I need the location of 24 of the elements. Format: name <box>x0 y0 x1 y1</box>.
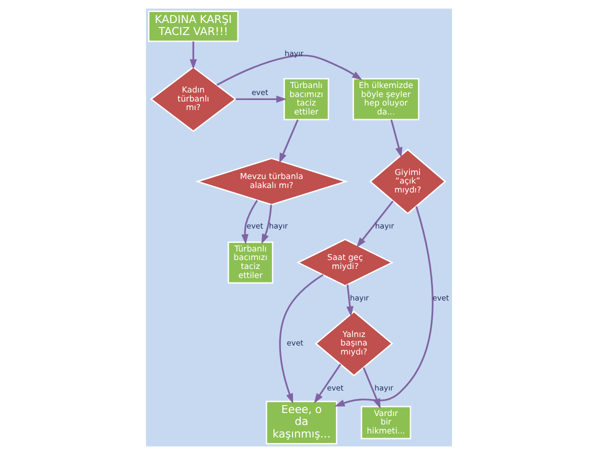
node-box: Eeee, o da kaşınmış... <box>266 400 338 444</box>
node-box: Türbanlı bacımızı taciz ettiler <box>228 241 274 284</box>
arrow <box>356 200 394 248</box>
node-box: Vardır bir hikmeti... <box>360 406 412 440</box>
node-diamond: Saat geç miydi? <box>296 238 394 286</box>
node-box: KADINA KARŞI TACIZ VAR!!! <box>148 10 239 42</box>
arrow <box>334 206 434 407</box>
node-diamond: Yalnız başına mıydı? <box>314 310 394 376</box>
node-box: Türbanlı bacımızı taciz ettiler <box>284 78 330 120</box>
arrow <box>190 41 197 70</box>
arrow <box>314 364 342 404</box>
arrow <box>236 96 287 103</box>
arrow <box>346 284 354 317</box>
arrow <box>216 54 362 86</box>
node-diamond: Mevzu türbanla alakalı mı? <box>195 158 348 206</box>
node-diamond: Kadın türbanlı mı? <box>150 66 237 132</box>
arrow <box>279 274 324 404</box>
arrow <box>241 200 258 244</box>
node-diamond: Giyimi “açık” mıydı? <box>369 148 446 214</box>
arrow <box>279 119 299 164</box>
arrow <box>261 204 272 244</box>
node-box: Eh ülkemizde böyle şeyler hep oluyor da... <box>352 78 420 120</box>
arrow <box>390 119 402 158</box>
arrow <box>362 367 381 409</box>
